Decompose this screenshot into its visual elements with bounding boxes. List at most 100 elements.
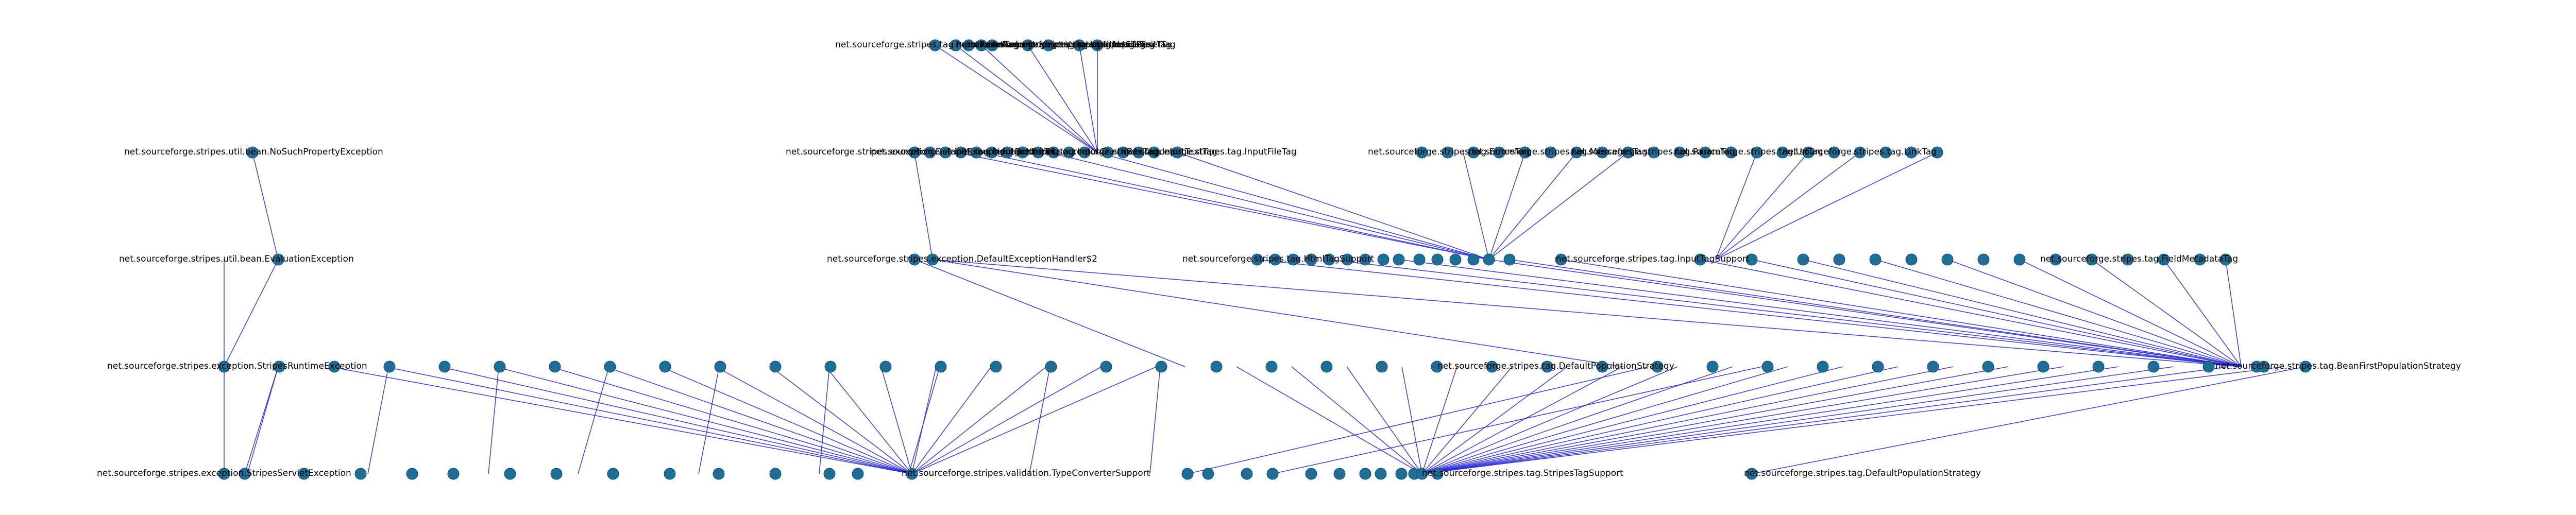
graph-node-77 xyxy=(2086,253,2098,266)
graph-node-36 xyxy=(1648,146,1660,159)
graph-node-12 xyxy=(939,146,952,159)
graph-node-141 xyxy=(1305,468,1317,480)
graph-node-30 xyxy=(1493,146,1505,159)
graph-node-89 xyxy=(604,360,616,373)
edge-25 xyxy=(1715,152,1860,260)
edge-41 xyxy=(2163,259,2242,367)
graph-node-18 xyxy=(1032,146,1044,159)
graph-node-102 xyxy=(1320,360,1333,373)
graph-node-49 xyxy=(908,253,921,266)
edge-89 xyxy=(1187,366,1649,474)
graph-node-76 xyxy=(2049,253,2062,266)
node-label-r3-m: net.sourceforge.stripes.tag.DefaultPopul… xyxy=(1437,361,1674,371)
edge-77 xyxy=(1421,366,2229,474)
edge-87 xyxy=(1149,366,1161,474)
node-label-r4-cs: net.sourceforge.stripes.validation.TypeC… xyxy=(902,468,1150,478)
graph-edges xyxy=(224,45,2306,474)
edge-38 xyxy=(1947,259,2242,367)
graph-node-127 xyxy=(447,468,460,480)
edge-78 xyxy=(1421,366,2284,474)
graph-node-31 xyxy=(1519,146,1531,159)
edge-6 xyxy=(252,152,279,260)
edge-83 xyxy=(698,366,720,474)
graph-node-143 xyxy=(1359,468,1371,480)
graph-node-83 xyxy=(273,360,285,373)
graph-node-109 xyxy=(1706,360,1719,373)
graph-node-117 xyxy=(2147,360,2160,373)
graph-node-80 xyxy=(2194,253,2206,266)
node-label-r1-lk5: net.sourceforge.stripes.tag.LinkTag xyxy=(1783,147,1937,157)
graph-node-145 xyxy=(1395,468,1408,480)
graph-node-91 xyxy=(714,360,726,373)
edge-27 xyxy=(932,259,2242,367)
edge-59 xyxy=(1236,366,1422,474)
graph-node-66 xyxy=(1555,253,1567,266)
edge-10 xyxy=(244,366,279,474)
graph-node-130 xyxy=(607,468,619,480)
edge-86 xyxy=(1029,366,1050,474)
graph-node-136 xyxy=(906,468,918,480)
edge-48 xyxy=(605,366,912,474)
node-label-r0-c: net.sourceforge.stripes.tag.InputImageTa… xyxy=(969,40,1155,50)
graph-node-115 xyxy=(2037,360,2049,373)
graph-node-57 xyxy=(1359,253,1371,266)
node-label-r1-nsp: net.sourceforge.stripes.util.bean.NoSuch… xyxy=(124,147,383,157)
edge-62 xyxy=(1401,366,1422,474)
edge-57 xyxy=(911,366,1102,474)
node-label-r2-ev: net.sourceforge.stripes.util.bean.Evalua… xyxy=(119,254,354,264)
graph-node-97 xyxy=(1045,360,1057,373)
graph-node-103 xyxy=(1376,360,1388,373)
graph-node-35 xyxy=(1622,146,1634,159)
graph-node-116 xyxy=(2092,360,2105,373)
graph-node-52 xyxy=(1269,253,1281,266)
edge-23 xyxy=(1715,152,1757,260)
edge-64 xyxy=(1421,366,1513,474)
graph-node-20 xyxy=(1063,146,1075,159)
edge-22 xyxy=(1488,152,1629,260)
edge-35 xyxy=(1751,259,2242,367)
graph-node-27 xyxy=(1416,146,1428,159)
graph-node-87 xyxy=(494,360,506,373)
graph-node-129 xyxy=(550,468,563,480)
node-label-r4-a: net.sourceforge.stripes.exception.Stripe… xyxy=(97,468,351,478)
graph-node-47 xyxy=(1931,146,1943,159)
graph-node-15 xyxy=(986,146,998,159)
graph-node-148 xyxy=(1431,468,1444,480)
node-label-r2-fm: net.sourceforge.stripes.tag.FieldMetadat… xyxy=(2040,254,2238,264)
node-label-r4-dp: net.sourceforge.stripes.tag.DefaultPopul… xyxy=(1744,468,1981,478)
graph-node-99 xyxy=(1155,360,1167,373)
node-label-r4-bt: net.sourceforge.stripes.tag.StripesTagSu… xyxy=(1422,468,1623,478)
graph-node-60 xyxy=(1413,253,1426,266)
edge-63 xyxy=(1421,366,1458,474)
edge-52 xyxy=(825,366,912,474)
graph-node-32 xyxy=(1545,146,1557,159)
edge-32 xyxy=(1509,259,2242,367)
edge-45 xyxy=(439,366,912,474)
graph-node-86 xyxy=(438,360,451,373)
edge-61 xyxy=(1346,366,1422,474)
graph-node-7 xyxy=(1073,39,1086,52)
graph-node-23 xyxy=(1117,146,1129,159)
graph-node-62 xyxy=(1449,253,1462,266)
graph-node-75 xyxy=(2013,253,2026,266)
edge-16 xyxy=(1048,152,1489,260)
graph-node-9 xyxy=(246,146,259,159)
edge-42 xyxy=(2225,259,2242,367)
graph-node-112 xyxy=(1872,360,1884,373)
graph-node-61 xyxy=(1431,253,1444,266)
edge-88 xyxy=(1751,366,2306,474)
graph-node-59 xyxy=(1393,253,1405,266)
graph-node-108 xyxy=(1651,360,1664,373)
graph-node-98 xyxy=(1100,360,1112,373)
node-label-r3-a: net.sourceforge.stripes.exception.Stripe… xyxy=(107,361,367,371)
edge-15 xyxy=(981,152,1489,260)
node-label-r3-z: net.sourceforge.stripes.tag.BeanFirstPop… xyxy=(2215,361,2461,371)
graph-node-114 xyxy=(1982,360,1994,373)
graph-node-5 xyxy=(1022,39,1034,52)
edge-75 xyxy=(1421,366,2119,474)
edge-30 xyxy=(1398,259,2242,367)
edge-50 xyxy=(715,366,912,474)
node-label-r1-lk4: net.sourceforge.stripes.tag.UrlTag xyxy=(1674,147,1823,157)
graph-node-138 xyxy=(1202,468,1214,480)
node-label-r0-a: net.sourceforge.stripes.tag.InputResetTa… xyxy=(835,40,1019,50)
